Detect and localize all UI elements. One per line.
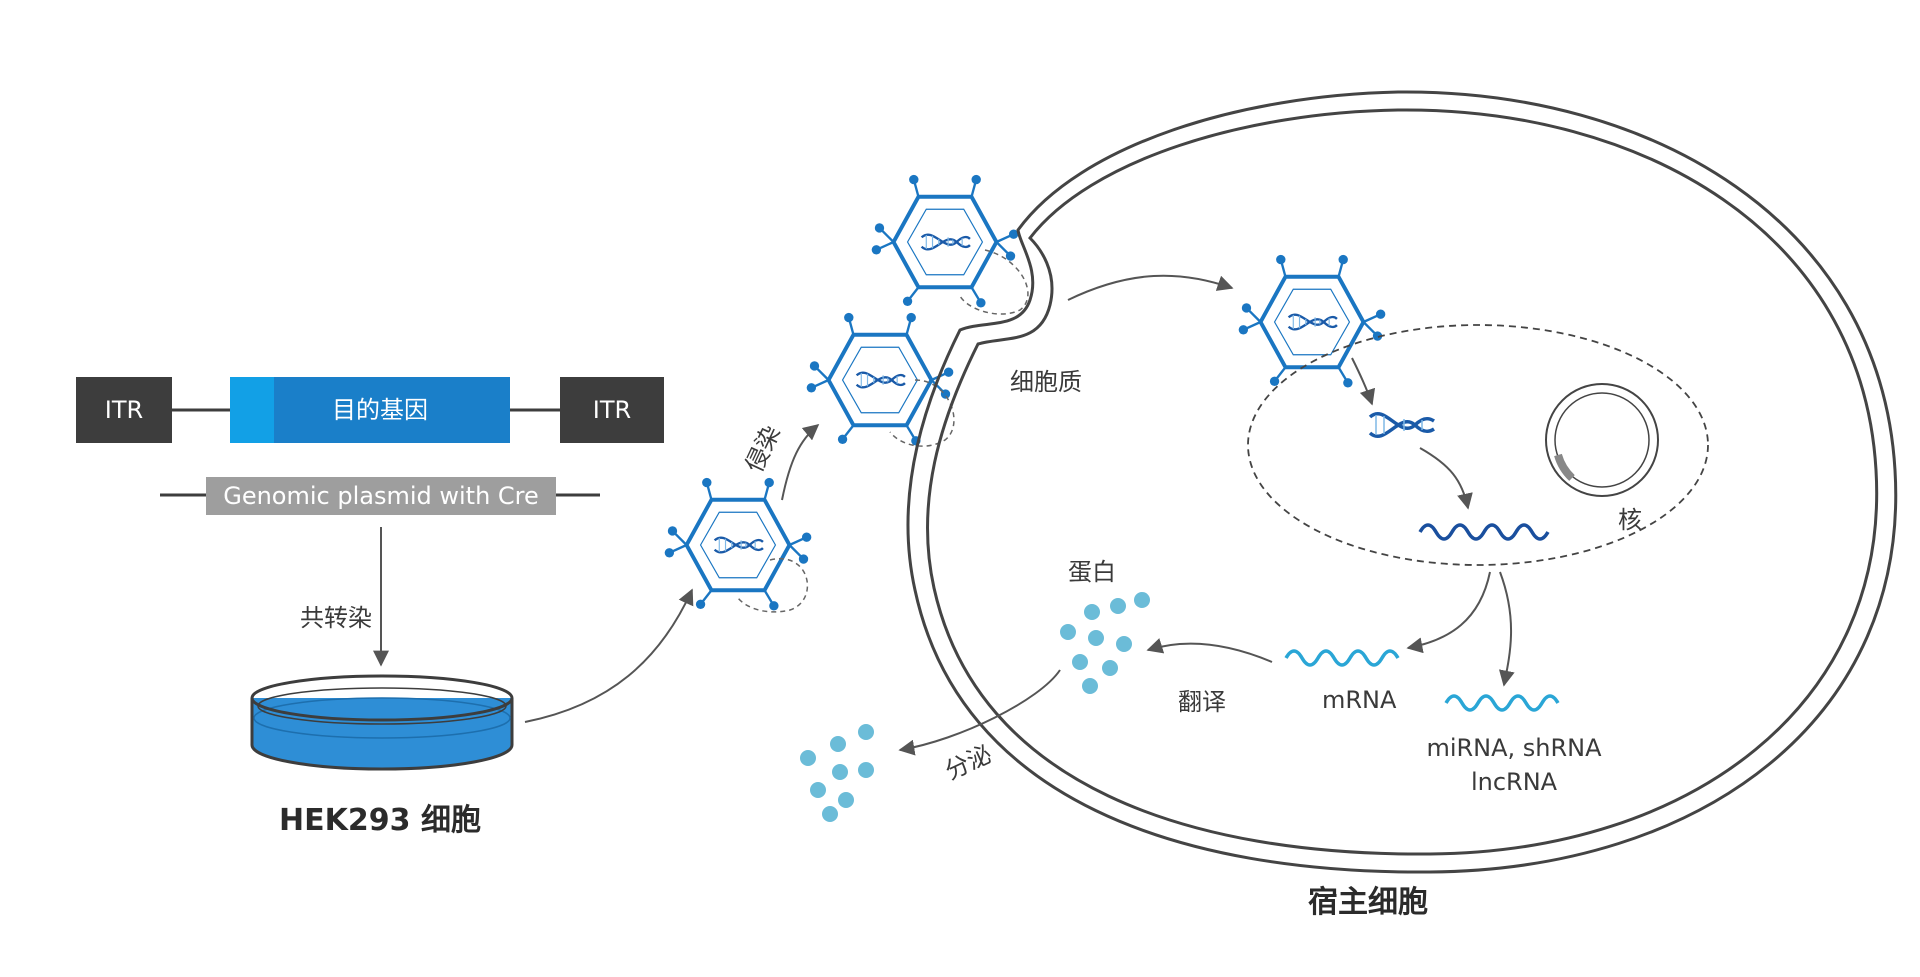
itr-left-box — [76, 377, 172, 443]
virus-2-halo — [889, 379, 955, 447]
small-rna-label-2: lncRNA — [1471, 768, 1558, 796]
protein-label: 蛋白 — [1068, 558, 1116, 586]
packaging-arrow — [524, 588, 694, 723]
itr-right-label: ITR — [593, 396, 631, 424]
small-rna-label-1: miRNA, shRNA — [1426, 734, 1602, 762]
gene-accent-box — [230, 377, 274, 443]
mrna-export-arrow — [1406, 571, 1491, 654]
virus-3-halo — [959, 249, 1029, 315]
entry-arrow — [1067, 274, 1234, 301]
gene-box — [274, 377, 510, 443]
secretion-arrow — [898, 669, 1061, 756]
nucleus-label: 核 — [1618, 506, 1642, 534]
hek-cell-label: HEK293 细胞 — [279, 803, 481, 838]
virus-particle-3 — [869, 172, 1021, 310]
mrna-wave — [1284, 649, 1400, 667]
virus-particle-inside — [1236, 252, 1388, 390]
nucleus — [1247, 324, 1709, 566]
itr-left-label: ITR — [105, 396, 143, 424]
cytoplasm-label: 细胞质 — [1010, 368, 1082, 396]
release-arrow — [1351, 357, 1376, 406]
infection-label: 侵染 — [740, 421, 786, 476]
small-rna-wave — [1444, 694, 1560, 712]
dna-icon — [1368, 412, 1435, 438]
translation-label: 翻译 — [1178, 688, 1226, 716]
nuclear-rna-wave — [1418, 523, 1550, 541]
infection-arrow — [781, 423, 820, 501]
plasmid-box — [206, 477, 556, 515]
secreted-protein-cluster — [800, 724, 874, 822]
protein-cluster — [1060, 592, 1150, 694]
host-cell-membrane — [906, 90, 1898, 874]
translation-arrow — [1146, 638, 1273, 663]
transcription-arrow — [1419, 447, 1473, 510]
mrna-label: mRNA — [1322, 686, 1397, 714]
construct: ITR 目的基因 ITR Genomic plasmid with Cre — [76, 377, 664, 515]
nuclear-plasmid-ring — [1545, 383, 1659, 497]
gene-label: 目的基因 — [332, 396, 428, 424]
host-cell-label: 宿主细胞 — [1308, 885, 1428, 920]
culture-dish — [250, 674, 514, 771]
virus-particle-1 — [662, 475, 814, 613]
virus-particle-2 — [804, 310, 956, 448]
small-rna-export-arrow — [1498, 571, 1515, 687]
cotransfection-label: 共转染 — [300, 604, 372, 632]
secretion-label: 分泌 — [941, 740, 996, 786]
plasmid-label: Genomic plasmid with Cre — [223, 482, 539, 510]
itr-right-box — [560, 377, 664, 443]
